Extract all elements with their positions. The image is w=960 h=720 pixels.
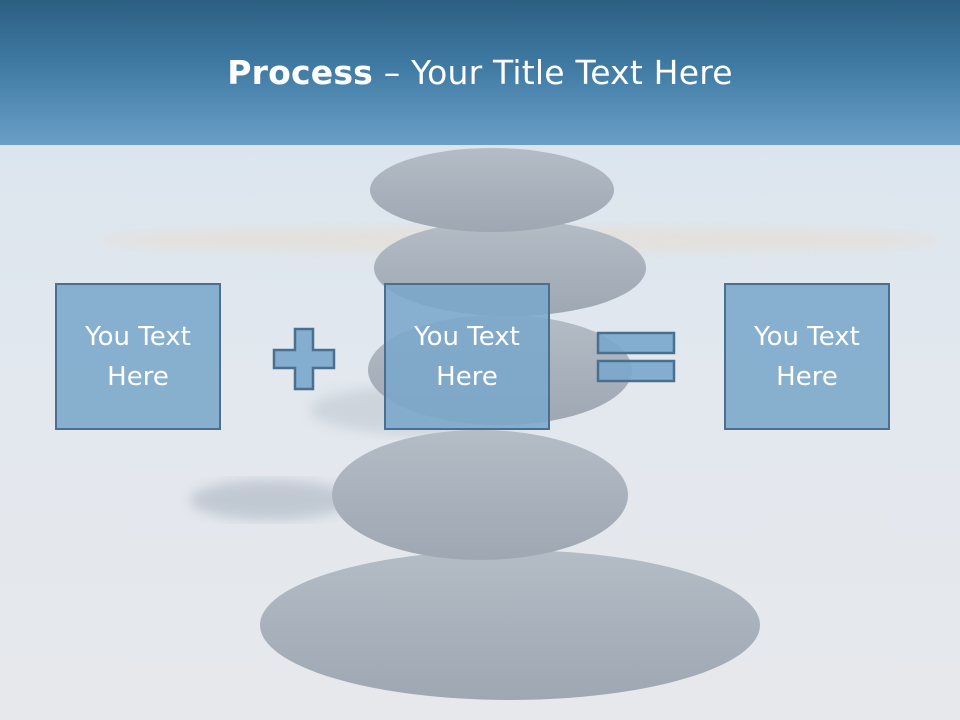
text-box-3-line2: Here	[776, 361, 838, 392]
text-box-2-line2: Here	[436, 361, 498, 392]
title-bold-text: Process	[227, 53, 374, 92]
title-bar: Process – Your Title Text Here	[0, 0, 960, 145]
text-box-1-line1: You Text	[85, 321, 191, 352]
text-box-3-line1: You Text	[754, 321, 860, 352]
text-box-1[interactable]: You Text Here	[55, 283, 221, 430]
text-box-1-line2: Here	[107, 361, 169, 392]
title-rest-text: – Your Title Text Here	[373, 53, 733, 92]
text-box-2[interactable]: You Text Here	[384, 283, 550, 430]
plus-icon[interactable]	[272, 327, 336, 391]
text-box-3[interactable]: You Text Here	[724, 283, 890, 430]
slide-title[interactable]: Process – Your Title Text Here	[227, 53, 733, 92]
equals-icon[interactable]	[596, 331, 678, 383]
text-box-2-line1: You Text	[414, 321, 520, 352]
